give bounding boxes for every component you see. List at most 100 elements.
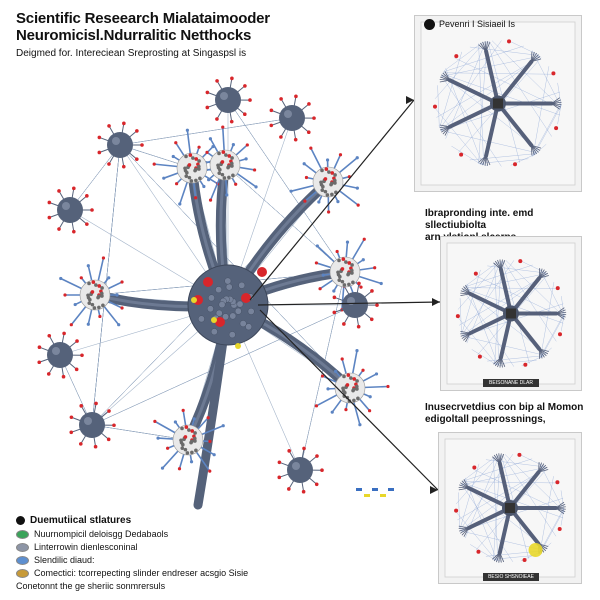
- branch-tip: [152, 162, 156, 166]
- inset-branch: [440, 126, 450, 131]
- spike-tip: [47, 200, 52, 205]
- cell-texture: [225, 283, 233, 291]
- inset-link: [472, 468, 564, 513]
- cell-texture: [215, 309, 223, 317]
- branch-tip: [86, 264, 90, 268]
- leader-line: [249, 99, 415, 301]
- legend-item: Slendilic diaud:: [16, 554, 316, 567]
- inset-node: [522, 557, 527, 562]
- synapse-dot: [217, 171, 222, 175]
- callout-top: Pevenri I Sisiaeil Is: [424, 18, 574, 31]
- inset-branch: [444, 71, 451, 81]
- connection-line: [119, 117, 293, 146]
- inset-node: [554, 126, 559, 131]
- synapse-dot: [197, 159, 201, 163]
- receptor-yellow: [191, 297, 197, 303]
- inset-branch: [531, 58, 542, 62]
- branch-tip: [177, 467, 182, 471]
- synapse-dot: [355, 387, 359, 391]
- inset-core-detail: [505, 503, 515, 513]
- arrow-head-icon: [432, 298, 440, 306]
- scale-marker: [380, 494, 386, 497]
- inset-branch: [465, 284, 471, 295]
- spike-tip: [294, 94, 298, 99]
- synapse-dot: [187, 428, 191, 432]
- branch-tip: [160, 466, 165, 470]
- inset-link: [445, 68, 483, 165]
- inset-branch: [494, 357, 502, 367]
- inset-branch: [551, 103, 562, 108]
- synapse-dot: [92, 306, 97, 310]
- cell-texture: [208, 294, 215, 302]
- callout-bullet-icon: [424, 18, 435, 30]
- branch-tip: [320, 374, 325, 378]
- synapse-dot: [231, 173, 235, 178]
- node-layer: [47, 87, 368, 483]
- synapse-dot: [323, 177, 328, 181]
- neuron-sphere: [287, 457, 313, 483]
- synapse-dot: [189, 179, 194, 183]
- inset-branch: [459, 484, 469, 489]
- connection-line: [227, 99, 346, 273]
- inset-panel-top: [414, 15, 582, 192]
- inset-network-bottom: [444, 438, 576, 578]
- inset-branch: [440, 76, 450, 81]
- synapse-dot: [324, 167, 329, 171]
- inset-branch: [538, 469, 549, 473]
- inset-link: [459, 298, 462, 333]
- synapse-dot: [217, 151, 221, 156]
- synapse-dot: [333, 173, 337, 177]
- spike-tip: [315, 454, 319, 458]
- spike-tip: [269, 108, 274, 113]
- inset-node: [507, 39, 512, 44]
- synapse-dot: [333, 181, 337, 185]
- inset-core-detail: [506, 308, 516, 319]
- inset-link: [440, 91, 561, 131]
- branch-tip: [197, 145, 201, 149]
- spike-tip: [107, 162, 111, 166]
- inset-branch: [460, 332, 471, 337]
- branch-tip: [334, 369, 338, 373]
- spike-tip: [57, 227, 61, 231]
- inset-branch: [555, 507, 566, 513]
- callout-bottom: Inusecrvetdius con bip al Momon edigolta…: [425, 402, 595, 426]
- inset-link: [462, 260, 515, 335]
- spike-tip: [37, 345, 42, 350]
- inset-link: [462, 482, 564, 519]
- branch-tip: [303, 199, 307, 203]
- branch-tip: [330, 410, 334, 414]
- branch-tip: [162, 176, 166, 180]
- synapse-dot: [189, 440, 193, 445]
- branch-tip: [345, 240, 350, 244]
- inset-link: [503, 260, 557, 342]
- inset-node: [551, 71, 556, 76]
- inset-link: [493, 456, 498, 561]
- synapse-dot: [180, 446, 185, 450]
- inset-link: [458, 492, 460, 528]
- inset-node: [454, 54, 459, 59]
- branch-tip: [101, 256, 106, 260]
- spike-tip: [248, 98, 252, 102]
- inset-branch: [495, 552, 501, 563]
- inset-branch: [461, 332, 471, 339]
- cell-texture: [210, 328, 218, 336]
- synapse-dot: [352, 398, 356, 403]
- inset-branch: [480, 155, 487, 165]
- neuron-sphere-highlight: [284, 110, 292, 118]
- inset-branch: [538, 543, 549, 547]
- synapse-dot: [94, 283, 98, 287]
- synapse-dot: [327, 170, 331, 174]
- branch-tip: [225, 193, 229, 197]
- branch-tip: [361, 258, 365, 262]
- branch-tip: [212, 453, 216, 457]
- inset-branch: [538, 464, 547, 473]
- synapse-dot: [351, 280, 355, 285]
- legend-swatch-icon: [16, 543, 29, 553]
- synapse-dot: [87, 281, 91, 286]
- inset-link: [461, 484, 514, 562]
- branch-tip: [98, 314, 102, 319]
- inset-branch: [555, 313, 565, 320]
- cell-texture: [238, 281, 246, 289]
- synapse-dot: [320, 168, 324, 173]
- leader-line: [259, 309, 439, 491]
